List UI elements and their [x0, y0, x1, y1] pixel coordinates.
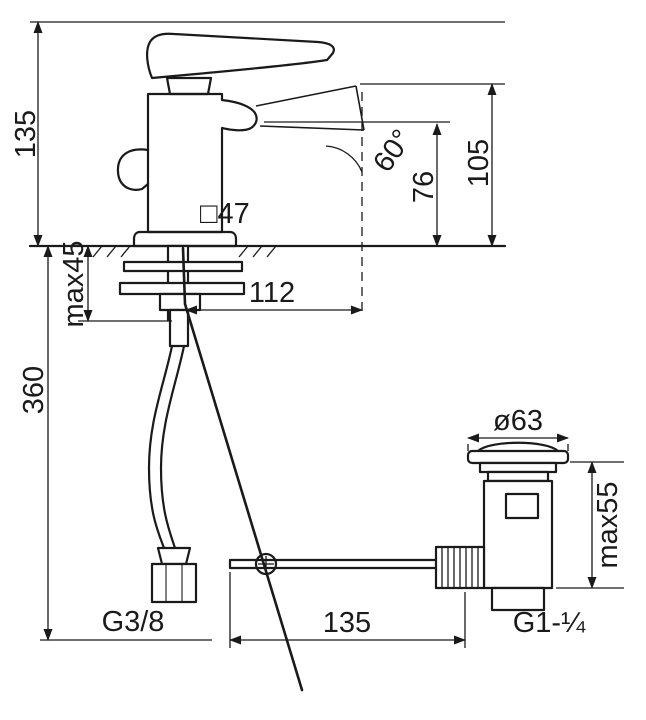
- deck-hatching: [92, 245, 277, 258]
- ball-joint: [254, 552, 278, 576]
- supply-hose: [147, 344, 198, 604]
- mounting-shank: [118, 244, 246, 348]
- lever-handle: [146, 32, 335, 80]
- dim-label-height: 135: [10, 110, 42, 158]
- popup-knob: [116, 148, 150, 191]
- dimension-lines: [33, 21, 597, 645]
- faucet-body: [146, 92, 258, 234]
- dim-label-reach: 112: [249, 277, 295, 309]
- dim-label-base-square: □47: [200, 198, 250, 230]
- cartridge-collar: [165, 76, 213, 96]
- pull-rod: [181, 246, 304, 692]
- hose-cone: [156, 546, 192, 566]
- drain-flange: [466, 449, 570, 465]
- knurled-nut: [434, 545, 486, 590]
- water-jet: [255, 85, 365, 131]
- drain-assembly: [434, 441, 570, 612]
- dim-label-supply-thread: G3/8: [102, 606, 165, 638]
- overflow-window: [504, 492, 540, 520]
- angle-arc: [325, 145, 363, 173]
- faucet-outline: [116, 32, 335, 248]
- dim-label-spray-angle: 60°: [367, 124, 418, 178]
- dim-label-drain-height-max: max55: [592, 481, 624, 568]
- dim-label-clamp-max: max45: [58, 240, 90, 327]
- dim-label-hose-length: 360: [18, 366, 50, 414]
- drain-body: [482, 479, 554, 590]
- base-escutcheon: [132, 230, 238, 248]
- drain-dome: [476, 441, 560, 453]
- dim-label-aerator-height: 76: [408, 171, 440, 203]
- dim-label-drain-thread: G1-¼: [513, 607, 586, 639]
- dim-label-spray-height: 105: [463, 139, 495, 187]
- dim-label-drain-diameter: ø63: [493, 405, 543, 437]
- pop-up-linkage: [181, 246, 452, 692]
- dim-label-drain-distance: 135: [323, 607, 371, 639]
- hose-nut: [150, 562, 198, 604]
- drain-tailpiece: [490, 586, 546, 612]
